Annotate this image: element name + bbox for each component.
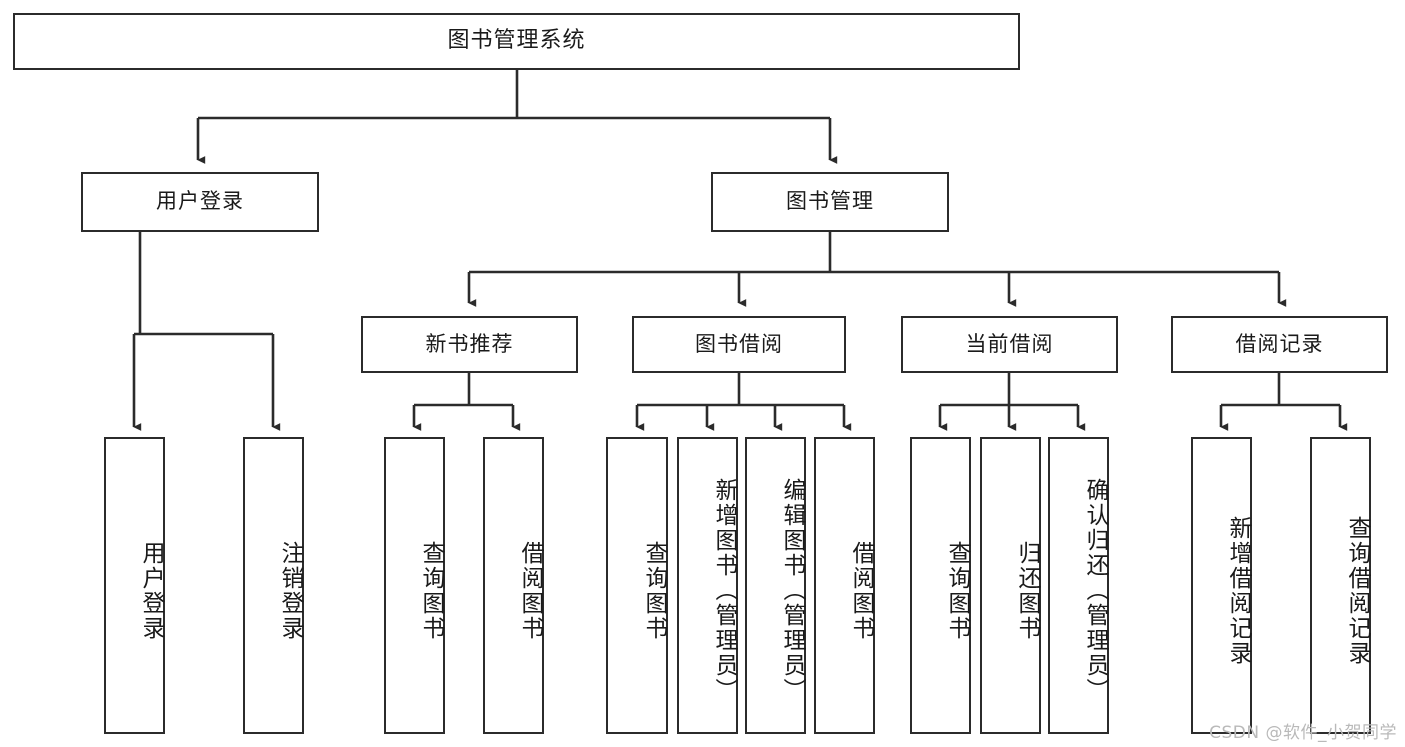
node-root-label: 图书管理系统 bbox=[447, 28, 586, 54]
node-leaf-query-book-1-label: 查询图书 bbox=[418, 540, 444, 641]
node-leaf-borrow-book-1[interactable]: 借阅图书 bbox=[483, 437, 544, 734]
node-new-book-recommend[interactable]: 新书推荐 bbox=[361, 316, 578, 373]
node-leaf-borrow-book-2-label: 借阅图书 bbox=[848, 540, 874, 641]
node-leaf-confirm-return[interactable]: 确认归还（管理员） bbox=[1048, 437, 1109, 734]
node-user-login-label: 用户登录 bbox=[156, 189, 244, 214]
node-book-management-label: 图书管理 bbox=[786, 189, 874, 214]
node-leaf-logout-login[interactable]: 注销登录 bbox=[243, 437, 304, 734]
node-borrow-record-label: 借阅记录 bbox=[1235, 331, 1324, 356]
node-leaf-add-record-label: 新增借阅记录 bbox=[1225, 515, 1251, 666]
node-leaf-add-book-label: 新增图书（管理员） bbox=[711, 478, 737, 703]
node-leaf-edit-book-label: 编辑图书（管理员） bbox=[779, 478, 805, 703]
node-leaf-borrow-book-1-label: 借阅图书 bbox=[517, 540, 543, 641]
node-user-login[interactable]: 用户登录 bbox=[81, 172, 319, 232]
watermark: CSDN @软件_小贺同学 bbox=[1209, 723, 1397, 743]
node-current-borrow-label: 当前借阅 bbox=[965, 331, 1054, 356]
node-leaf-confirm-return-label: 确认归还（管理员） bbox=[1082, 478, 1108, 703]
node-leaf-user-login[interactable]: 用户登录 bbox=[104, 437, 165, 734]
node-leaf-return-book-label: 归还图书 bbox=[1014, 540, 1040, 641]
node-leaf-query-record-label: 查询借阅记录 bbox=[1344, 515, 1370, 666]
node-current-borrow[interactable]: 当前借阅 bbox=[901, 316, 1118, 373]
node-borrow-record[interactable]: 借阅记录 bbox=[1171, 316, 1388, 373]
node-leaf-add-record[interactable]: 新增借阅记录 bbox=[1191, 437, 1252, 734]
node-book-borrow[interactable]: 图书借阅 bbox=[632, 316, 846, 373]
node-leaf-query-book-3[interactable]: 查询图书 bbox=[910, 437, 971, 734]
node-new-book-recommend-label: 新书推荐 bbox=[425, 331, 514, 356]
node-leaf-add-book[interactable]: 新增图书（管理员） bbox=[677, 437, 738, 734]
node-leaf-query-record[interactable]: 查询借阅记录 bbox=[1310, 437, 1371, 734]
node-book-borrow-label: 图书借阅 bbox=[695, 331, 783, 356]
node-leaf-query-book-1[interactable]: 查询图书 bbox=[384, 437, 445, 734]
node-leaf-borrow-book-2[interactable]: 借阅图书 bbox=[814, 437, 875, 734]
node-leaf-logout-login-label: 注销登录 bbox=[277, 540, 303, 641]
node-root[interactable]: 图书管理系统 bbox=[13, 13, 1020, 70]
node-leaf-user-login-label: 用户登录 bbox=[138, 540, 164, 641]
node-leaf-query-book-2-label: 查询图书 bbox=[641, 540, 667, 641]
node-leaf-query-book-3-label: 查询图书 bbox=[944, 540, 970, 641]
node-leaf-edit-book[interactable]: 编辑图书（管理员） bbox=[745, 437, 806, 734]
node-leaf-query-book-2[interactable]: 查询图书 bbox=[606, 437, 668, 734]
node-leaf-return-book[interactable]: 归还图书 bbox=[980, 437, 1041, 734]
node-book-management[interactable]: 图书管理 bbox=[711, 172, 949, 232]
